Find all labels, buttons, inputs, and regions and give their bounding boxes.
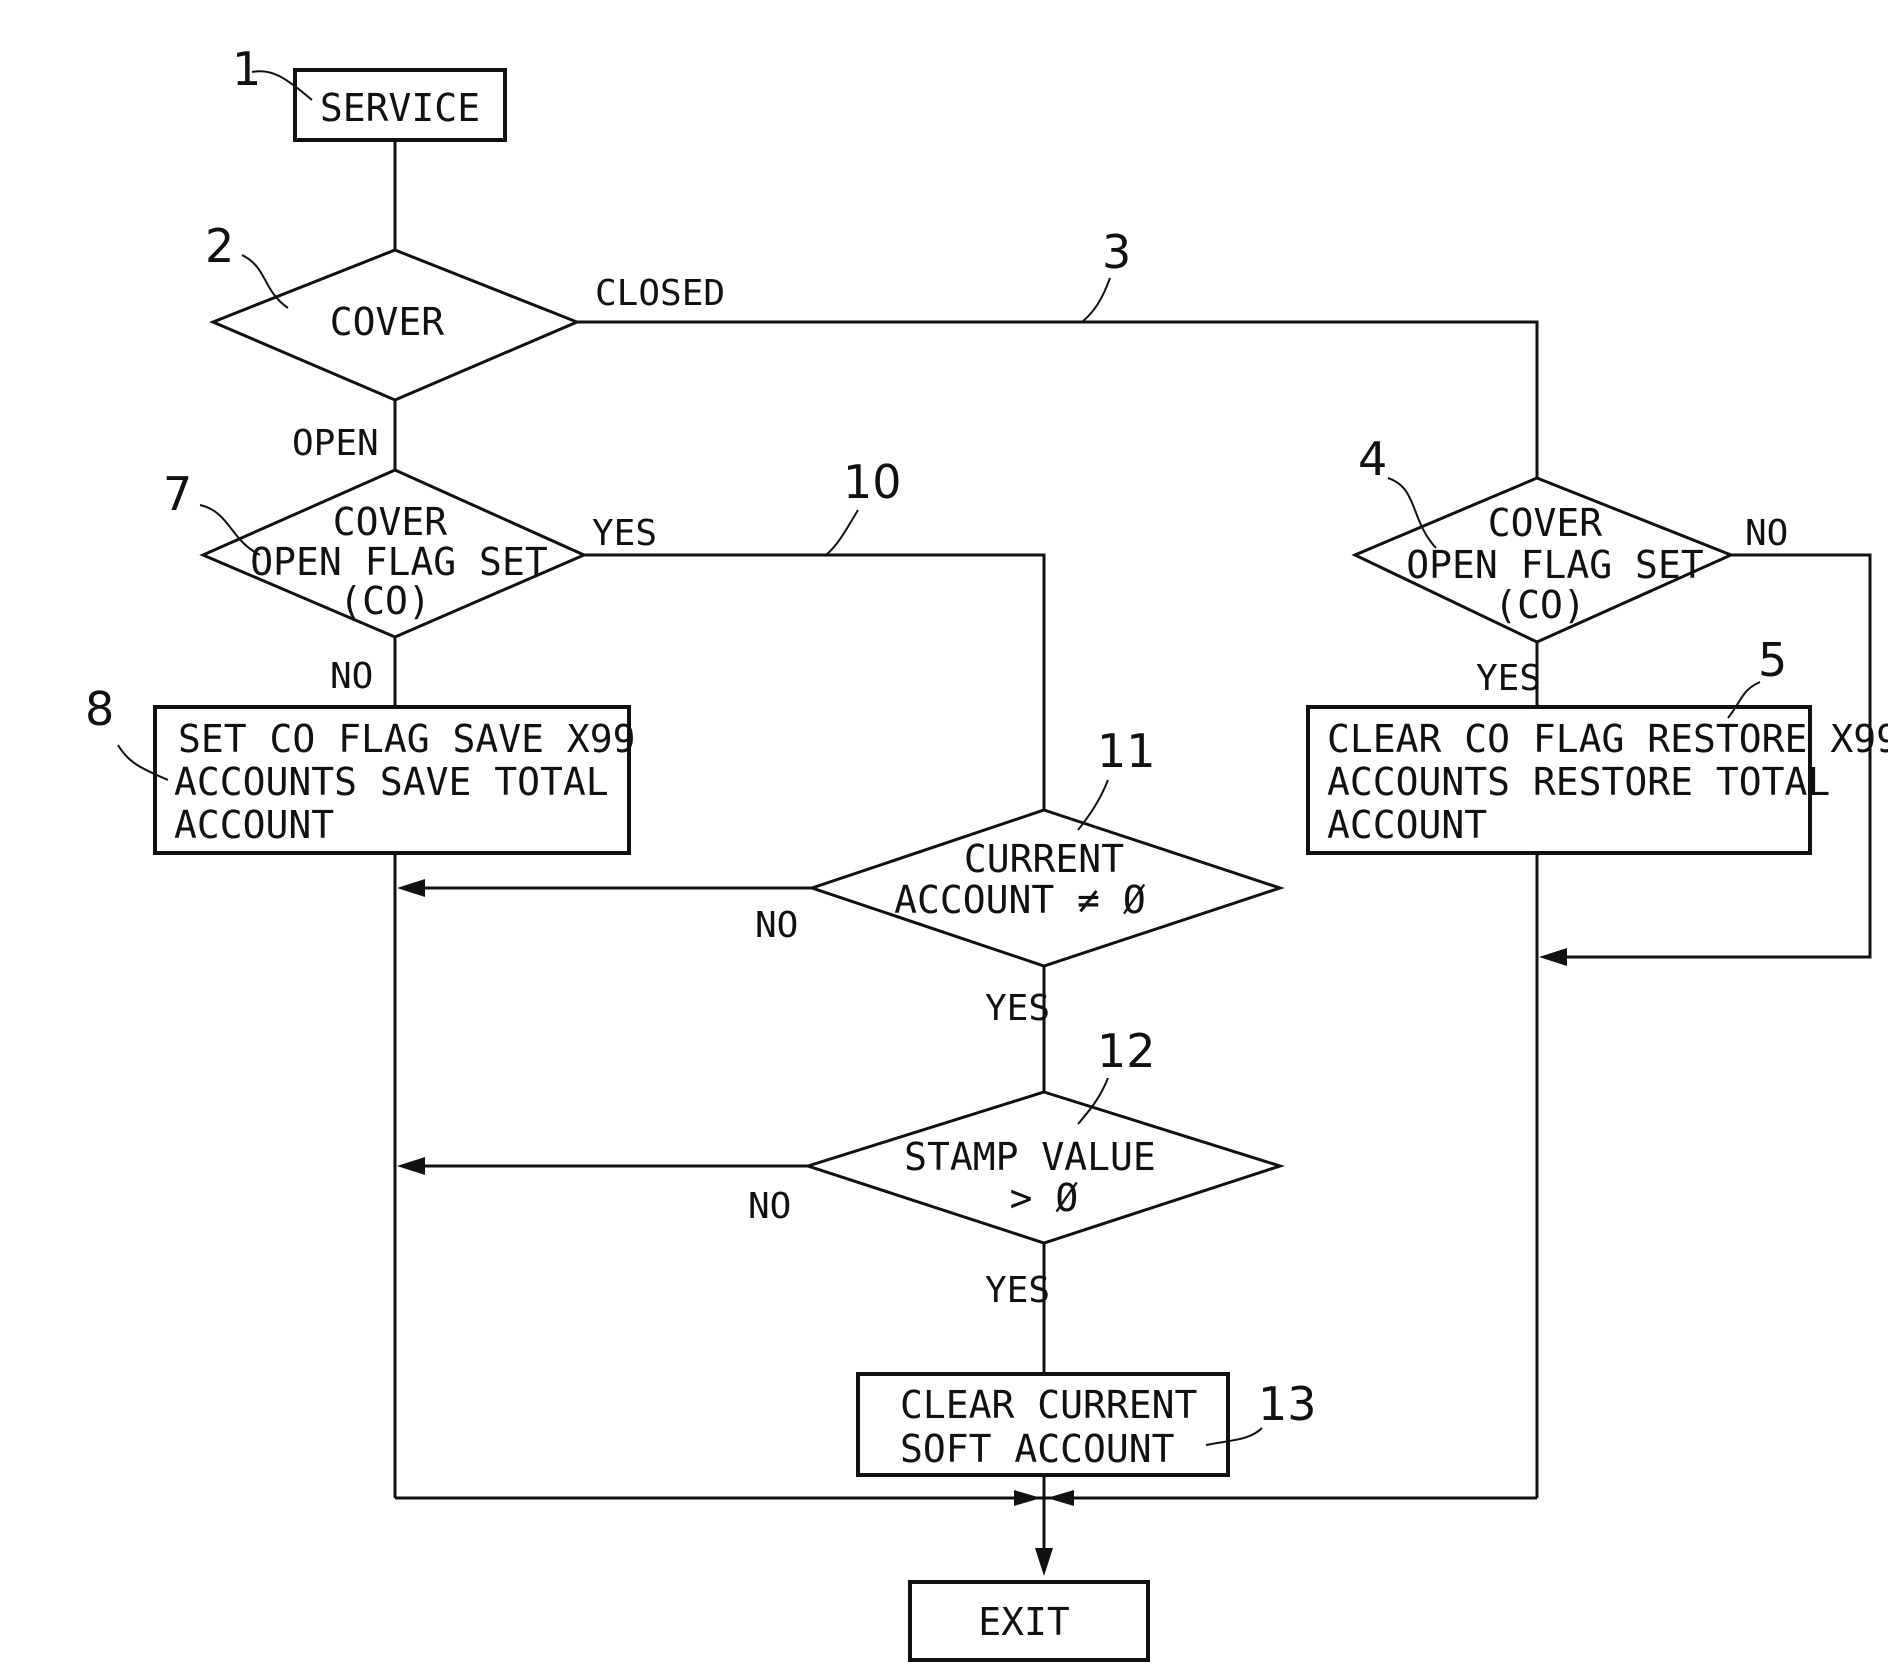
restore-line-1: CLEAR CO FLAG RESTORE X99: [1327, 717, 1888, 761]
save-line-2: ACCOUNTS SAVE TOTAL: [174, 760, 609, 804]
open-label: OPEN: [292, 423, 379, 464]
node-text: SERVICE COVER COVER OPEN FLAG SET (CO) S…: [174, 86, 1888, 1644]
flag-right-line-2: OPEN FLAG SET: [1406, 543, 1703, 587]
ref-5: 5: [1758, 633, 1787, 687]
flag-left-line-2: OPEN FLAG SET: [250, 540, 547, 584]
current-yes-label: YES: [985, 988, 1050, 1029]
flag-right-yes-label: YES: [1476, 658, 1541, 699]
arrowhead-flag-right-no: [1539, 948, 1567, 966]
stamp-value-line-2: > Ø: [1010, 1176, 1079, 1220]
current-no-label: NO: [755, 905, 798, 946]
save-line-1: SET CO FLAG SAVE X99: [178, 717, 636, 761]
restore-line-3: ACCOUNT: [1327, 803, 1487, 847]
arrowhead-stamp-no: [397, 1157, 425, 1175]
current-account-line-1: CURRENT: [964, 837, 1124, 881]
flag-left-yes-label: YES: [592, 513, 657, 554]
clear-soft-line-1: CLEAR CURRENT: [900, 1383, 1197, 1427]
ref-7: 7: [163, 467, 192, 521]
flag-right-line-3: (CO): [1494, 583, 1586, 627]
closed-label: CLOSED: [595, 273, 725, 314]
arrowhead-merge-left: [1014, 1490, 1041, 1506]
ref-1: 1: [232, 42, 261, 96]
stamp-value-line-1: STAMP VALUE: [904, 1135, 1156, 1179]
line-yes-path: [584, 555, 1044, 810]
exit-label: EXIT: [978, 1600, 1070, 1644]
flag-right-no-label: NO: [1745, 513, 1788, 554]
stamp-no-label: NO: [748, 1186, 791, 1227]
ref-8: 8: [85, 682, 114, 736]
leader-3: [1082, 278, 1110, 322]
save-line-3: ACCOUNT: [174, 803, 334, 847]
ref-4: 4: [1358, 432, 1387, 486]
leader-10: [826, 510, 858, 555]
ref-12: 12: [1097, 1024, 1156, 1078]
flag-left-line-3: (CO): [339, 579, 431, 623]
stamp-yes-label: YES: [985, 1270, 1050, 1311]
ref-13: 13: [1258, 1377, 1317, 1431]
service-label: SERVICE: [320, 86, 480, 130]
current-account-line-2: ACCOUNT ≠ Ø: [894, 878, 1146, 922]
arrowhead-current-no: [397, 879, 425, 897]
flag-left-no-label: NO: [330, 656, 373, 697]
clear-soft-line-2: SOFT ACCOUNT: [900, 1427, 1175, 1471]
flag-left-line-1: COVER: [333, 500, 448, 544]
ref-2: 2: [205, 219, 234, 273]
ref-11: 11: [1097, 724, 1156, 778]
cover-label: COVER: [330, 300, 445, 344]
arrowhead-merge-right: [1047, 1490, 1074, 1506]
restore-line-2: ACCOUNTS RESTORE TOTAL: [1327, 760, 1830, 804]
line-closed-path: [577, 322, 1537, 478]
ref-3: 3: [1102, 225, 1131, 279]
flag-right-line-1: COVER: [1488, 501, 1603, 545]
arrowhead-exit: [1035, 1548, 1053, 1576]
ref-10: 10: [843, 455, 902, 509]
